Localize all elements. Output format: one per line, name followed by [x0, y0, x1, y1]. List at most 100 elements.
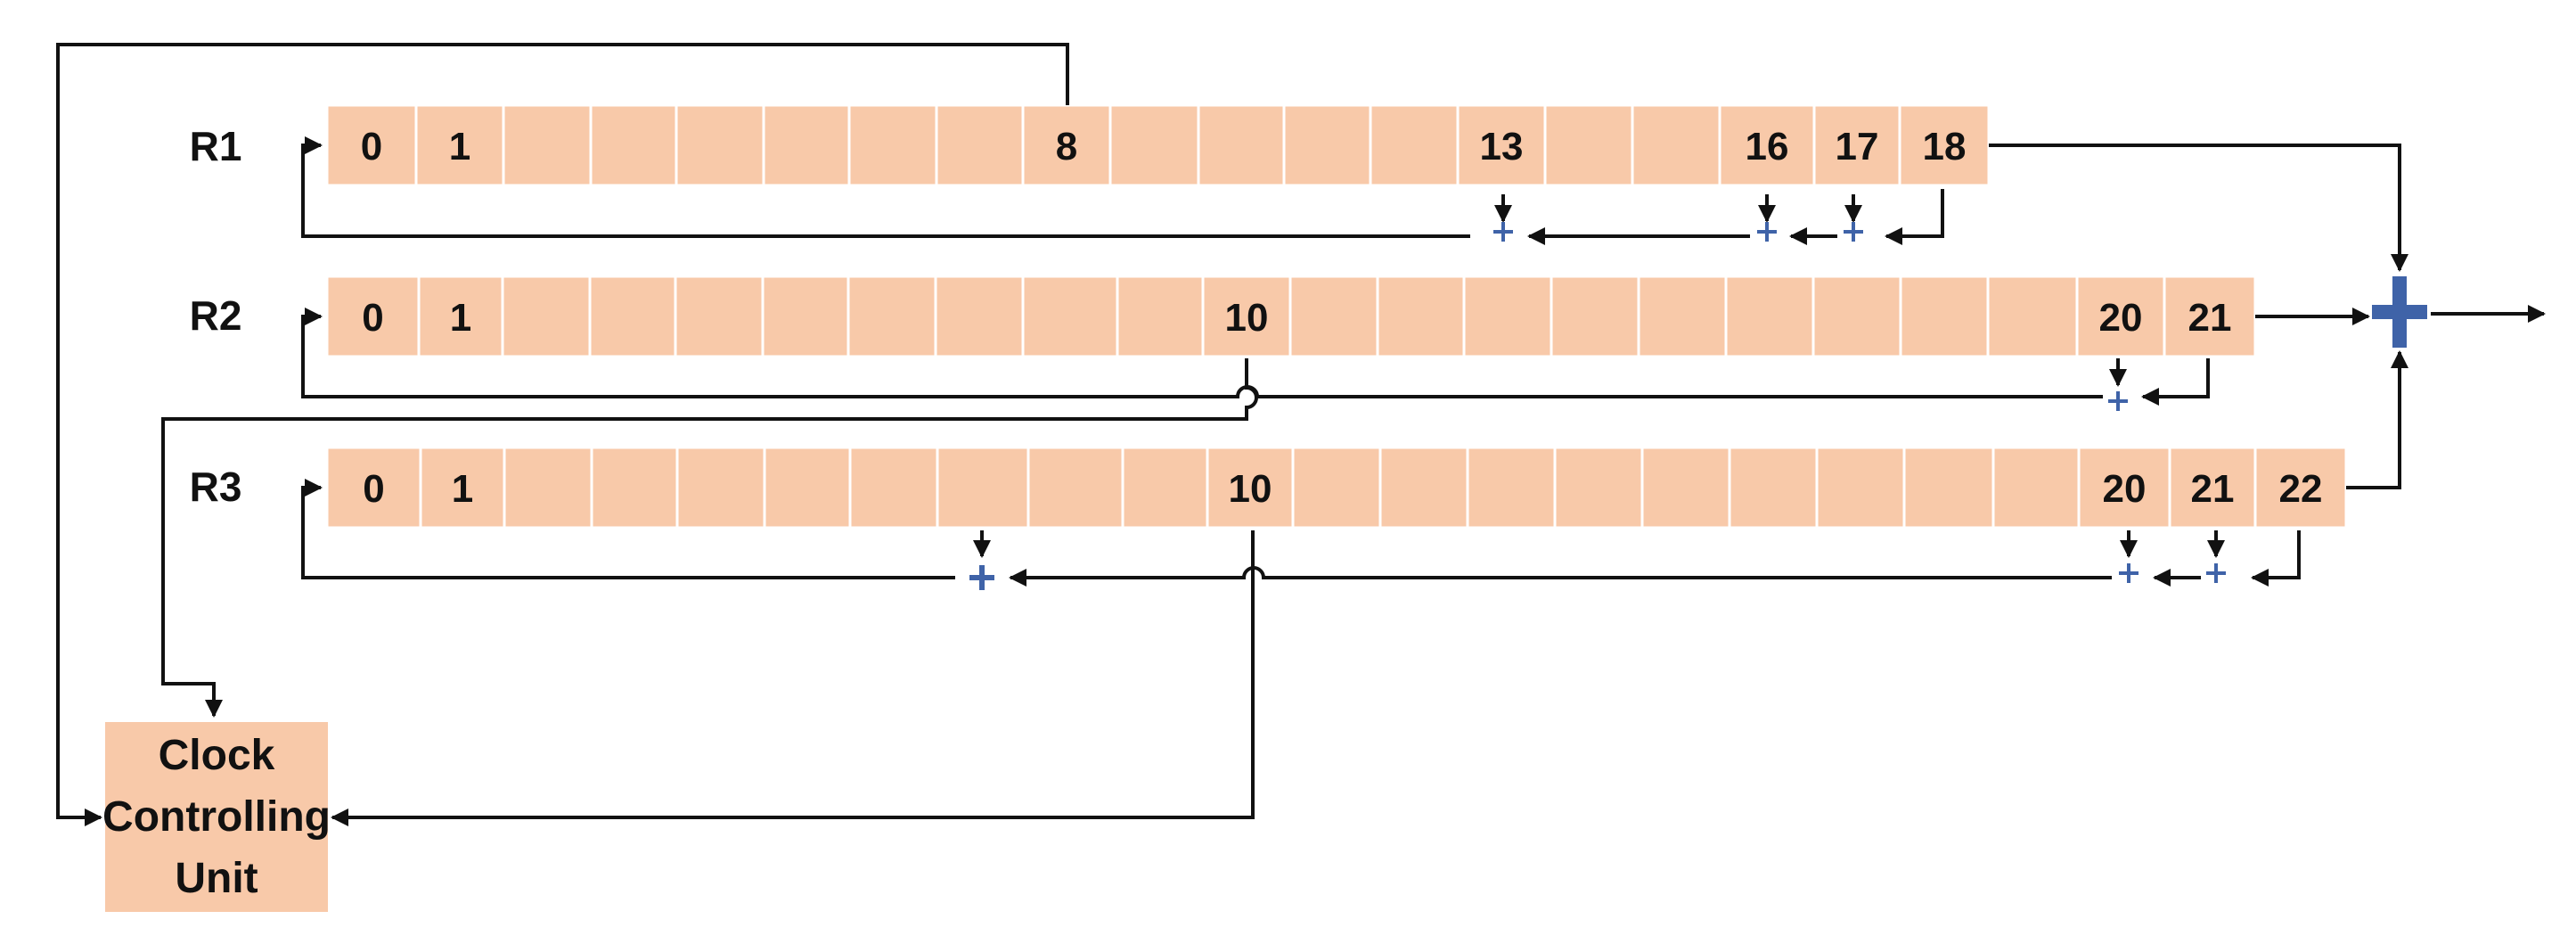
plus-icon	[1844, 222, 1863, 242]
r2-cell-15	[1637, 275, 1728, 358]
r3-cell-label: 20	[2103, 467, 2147, 511]
r2-cell-16	[1724, 275, 1815, 358]
r2-cell-13	[1462, 275, 1553, 358]
r1-tap-18-wire	[1885, 189, 1944, 245]
r2-cell-8	[1021, 275, 1119, 358]
plus-icon	[1757, 222, 1777, 242]
r3-cell-4	[675, 446, 766, 529]
r3-cell-0	[325, 446, 422, 529]
r3-cell-19	[1991, 446, 2081, 529]
r2-cell-3	[588, 275, 677, 358]
r1-cell-1	[414, 103, 505, 187]
plus-icon	[2108, 391, 2128, 411]
r1-cell-10	[1197, 103, 1286, 187]
r2-cell-19	[1986, 275, 2079, 358]
r2-cell-10	[1201, 275, 1292, 358]
r2-cell-5	[761, 275, 850, 358]
plus-icon	[2206, 563, 2226, 583]
r3-cell-15	[1640, 446, 1731, 529]
r1-cell-12	[1369, 103, 1460, 187]
r3-cell-16	[1728, 446, 1819, 529]
register-label-r3: R3	[190, 464, 242, 510]
r3-cell-20	[2077, 446, 2171, 529]
r3-tap-22-wire	[2251, 530, 2301, 587]
r1-cell-14	[1543, 103, 1634, 187]
r3-cell-2	[503, 446, 593, 529]
r2-cell-label: 21	[2188, 296, 2232, 340]
r2-cell-17	[1811, 275, 1902, 358]
r1-cell-11	[1282, 103, 1372, 187]
clock-unit-box	[105, 722, 328, 912]
r2-cell-label: 20	[2099, 296, 2143, 340]
r3-cell-label: 10	[1229, 467, 1272, 511]
clock-unit-line-2: Controlling	[102, 793, 331, 841]
register-label-r2: R2	[190, 292, 242, 339]
r3-cell-7	[936, 446, 1030, 529]
r2-cell-18	[1899, 275, 1990, 358]
register-cells-layer	[325, 103, 2348, 529]
r1-cell-label: 17	[1836, 125, 1879, 168]
r3-cell-21	[2168, 446, 2257, 529]
r3-cell-18	[1902, 446, 1995, 529]
r3-cell-label: 1	[452, 467, 473, 511]
r2-cell-1	[417, 275, 504, 358]
output-wiring	[1989, 144, 2546, 489]
clock-controlling-unit: Clock Controlling Unit	[102, 722, 331, 912]
r1-cell-label: 1	[449, 125, 470, 168]
r3-cell-13	[1466, 446, 1557, 529]
r2-clock-bit-wire	[161, 358, 1258, 718]
r1-cell-9	[1108, 103, 1200, 187]
r1-cell-label: 18	[1923, 125, 1967, 168]
r1-cell-5	[762, 103, 851, 187]
clocking-wiring	[56, 43, 1258, 826]
r2-tap-21-wire	[2141, 358, 2210, 406]
r1-cell-label: 0	[361, 125, 382, 168]
r1-feedback-wiring	[301, 136, 1944, 245]
r1-cell-18	[1898, 103, 1991, 187]
r3-cell-3	[590, 446, 679, 529]
clock-unit-line-3: Unit	[175, 855, 258, 902]
r2-cell-label: 10	[1225, 296, 1269, 340]
r3-cell-12	[1378, 446, 1469, 529]
plus-icon	[2372, 276, 2427, 348]
r1-feedback-return	[301, 136, 1470, 238]
r3-cell-label: 22	[2279, 467, 2323, 511]
r1-output-wire	[1989, 144, 2408, 272]
r2-cell-9	[1116, 275, 1205, 358]
r1-cell-2	[502, 103, 593, 187]
r3-cell-17	[1815, 446, 1906, 529]
r3-cell-label: 0	[363, 467, 384, 511]
plus-icon	[2119, 563, 2138, 583]
r3-feedback-return	[301, 479, 955, 579]
plus-icon	[969, 565, 994, 590]
r2-cell-7	[934, 275, 1025, 358]
r1-cell-4	[675, 103, 765, 187]
r3-clock-bit-wire	[331, 530, 1255, 826]
r2-cell-11	[1288, 275, 1379, 358]
r3-cell-label: 21	[2191, 467, 2235, 511]
r1-cell-15	[1631, 103, 1721, 187]
r1-cell-16	[1718, 103, 1816, 187]
r1-cell-17	[1812, 103, 1901, 187]
r1-clock-bit-wire	[56, 43, 1069, 826]
r3-cell-1	[419, 446, 506, 529]
r3-cell-9	[1121, 446, 1209, 529]
r2-cell-12	[1376, 275, 1466, 358]
r2-cell-6	[846, 275, 937, 358]
r3-xor-link-long	[1009, 566, 2112, 587]
r1-cell-label: 16	[1746, 125, 1789, 168]
r2-cell-4	[674, 275, 765, 358]
r3-output-wire	[2346, 350, 2408, 489]
r1-cell-7	[935, 103, 1025, 187]
r1-cell-3	[589, 103, 678, 187]
clock-unit-line-1: Clock	[159, 732, 275, 779]
r3-cell-14	[1553, 446, 1644, 529]
r1-cell-label: 8	[1056, 125, 1077, 168]
r1-cell-6	[847, 103, 938, 187]
r1-cell-0	[325, 103, 418, 187]
r2-cell-0	[325, 275, 421, 358]
r2-cell-21	[2163, 275, 2257, 358]
plus-icon	[1493, 222, 1513, 242]
